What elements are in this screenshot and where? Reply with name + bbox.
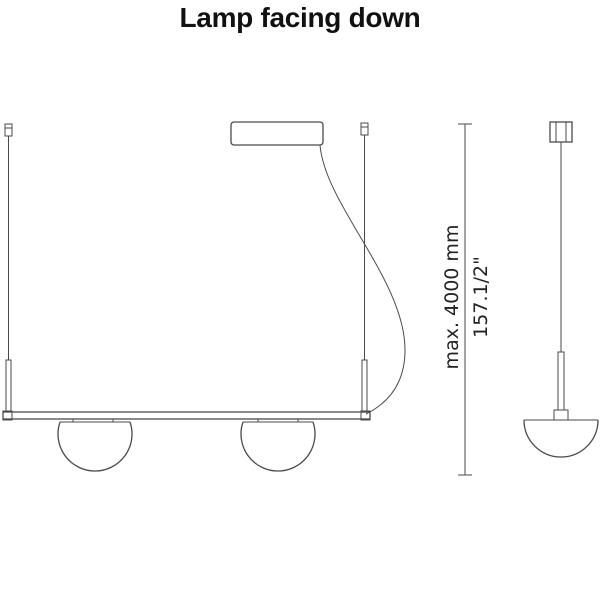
side-view — [523, 121, 599, 458]
front-view — [2, 121, 406, 472]
side-cable-sleeve — [557, 351, 565, 411]
right-cable-sleeve — [361, 359, 368, 413]
globe-right — [240, 418, 316, 472]
dimension-max-label: max. 4000 mm — [441, 225, 463, 370]
side-canopy — [549, 121, 573, 143]
globe-left — [57, 418, 133, 472]
side-connector — [553, 409, 569, 421]
ceiling-canopy — [230, 121, 324, 146]
side-globe — [523, 419, 599, 458]
horizontal-bar — [2, 411, 371, 420]
left-cable-sleeve — [5, 359, 12, 413]
dimension-imperial-label: 157.1/2" — [470, 256, 492, 338]
bar-end-right — [360, 410, 371, 421]
right-ceiling-anchor — [360, 122, 369, 136]
height-dimension — [458, 123, 472, 476]
diagram-title: Lamp facing down — [179, 2, 421, 33]
bar-end-left — [2, 410, 13, 421]
power-cable — [319, 144, 406, 415]
left-ceiling-anchor — [4, 123, 13, 137]
